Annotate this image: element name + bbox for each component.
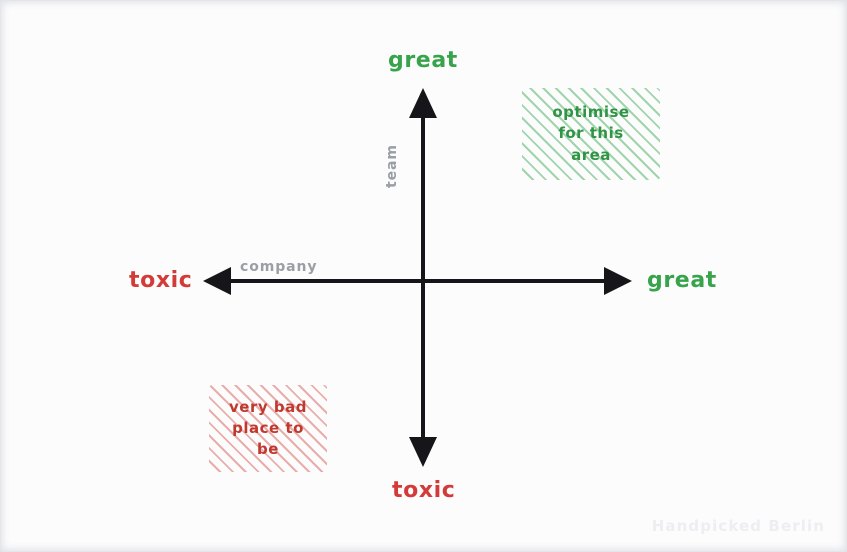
arrowhead-right-icon: [604, 267, 632, 295]
horizontal-axis-positive-label: great: [647, 268, 717, 293]
callout-line: very bad: [229, 397, 307, 416]
callout-line: optimise: [552, 103, 630, 122]
callout-optimise-area: optimise for this area: [522, 88, 660, 180]
vertical-axis-positive-label: great: [388, 48, 458, 73]
callout-line: for this: [558, 124, 624, 143]
arrowhead-down-icon: [409, 437, 437, 467]
watermark: Handpicked Berlin: [651, 517, 825, 535]
horizontal-axis-name: company: [240, 259, 318, 275]
vertical-axis-negative-label: toxic: [392, 478, 456, 503]
callout-very-bad-place: very bad place to be: [209, 385, 327, 472]
horizontal-axis-negative-label: toxic: [129, 268, 193, 293]
vertical-axis-name: team: [384, 144, 400, 188]
arrowhead-up-icon: [409, 88, 437, 118]
callout-line: area: [571, 145, 611, 164]
callout-line: place to: [232, 418, 304, 437]
arrowhead-left-icon: [203, 267, 231, 295]
callout-line: be: [257, 440, 279, 459]
